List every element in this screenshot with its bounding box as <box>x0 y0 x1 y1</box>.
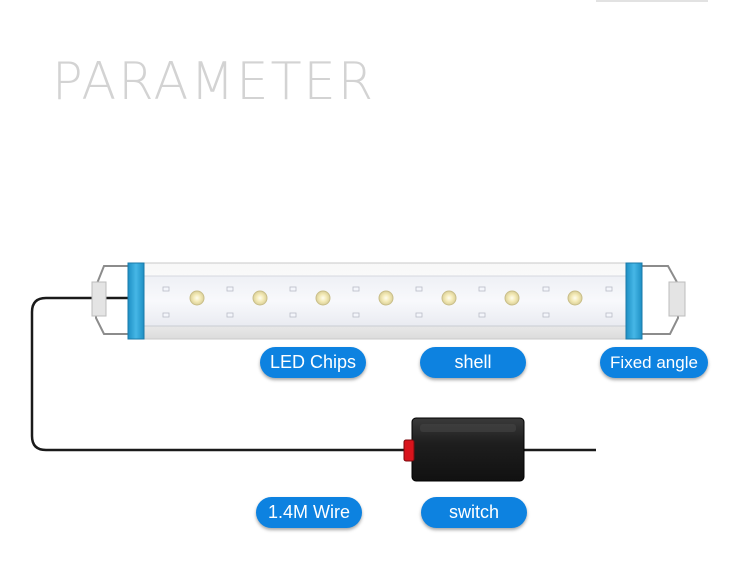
page-title: PARAMETER <box>52 52 376 112</box>
led-chips-label: LED Chips <box>260 347 366 378</box>
wire <box>30 296 596 452</box>
wire-length-label: 1.4M Wire <box>256 497 362 528</box>
right-endcap <box>625 262 643 340</box>
switch-label: switch <box>421 497 527 528</box>
led-chip <box>504 290 520 306</box>
right-bracket <box>640 265 686 335</box>
switch-button <box>403 439 415 462</box>
led-chip <box>315 290 331 306</box>
led-chip <box>189 290 205 306</box>
top-divider <box>596 0 708 2</box>
fixed-angle-label: Fixed angle <box>600 347 708 378</box>
led-chip <box>252 290 268 306</box>
led-chip <box>567 290 583 306</box>
left-bracket <box>91 265 132 335</box>
left-endcap <box>127 262 145 340</box>
led-chip-row <box>189 290 583 306</box>
led-chip <box>441 290 457 306</box>
switch-box <box>403 417 525 482</box>
smd-chip-row <box>162 286 613 318</box>
led-chip <box>378 290 394 306</box>
shell-label: shell <box>420 347 526 378</box>
